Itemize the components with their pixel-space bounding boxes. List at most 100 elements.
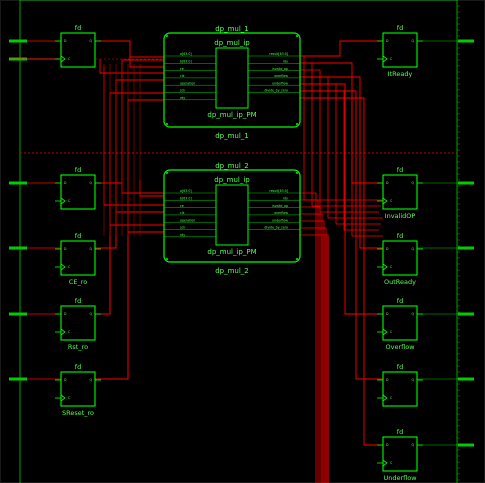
flop-instance-label: Rst_ro — [68, 343, 88, 351]
ip-pin-right-label: divide_by_zero — [264, 89, 288, 93]
ip-core-box[interactable] — [215, 184, 249, 246]
ip-pin-right-label: rdy — [283, 197, 288, 201]
flop-box[interactable] — [60, 174, 96, 210]
ip-pin-left-label: sclr — [180, 226, 186, 230]
flop-box[interactable] — [382, 436, 418, 472]
input-port-marker — [9, 181, 27, 185]
corner-dot — [166, 35, 168, 37]
flop-pin-q: Q — [89, 39, 92, 43]
flop-pin-q: Q — [411, 312, 414, 316]
output-port-marker — [458, 246, 474, 250]
flop-type-label: fd — [75, 166, 81, 174]
ip-pin-right-label: rdy — [283, 60, 288, 64]
output-port-marker — [458, 39, 474, 43]
ip-pin-left-label: ce — [180, 204, 184, 208]
hierarchy-bottom-label: dp_mul_1 — [215, 132, 249, 140]
ip-pin-left-label: a[63:0] — [180, 189, 192, 193]
flip-flop-fd4[interactable]: fdD Q C Rst_ro — [55, 297, 101, 351]
flop-type-label: fd — [397, 428, 403, 436]
hierarchy-block-h1[interactable]: dp_mul_1dp_mul_ipdp_mul_ip_PMdp_mul_1a[6… — [163, 25, 301, 140]
flop-pin-c: C — [390, 199, 393, 203]
ip-pin-left-label: a[63:0] — [180, 52, 192, 56]
input-port-marker — [9, 377, 27, 381]
ip-core-box[interactable] — [215, 47, 249, 109]
flop-pin-q: Q — [411, 378, 414, 382]
flop-box[interactable] — [60, 371, 96, 407]
flop-box[interactable] — [60, 240, 96, 276]
clock-triangle — [382, 459, 388, 467]
hierarchy-box[interactable] — [163, 32, 301, 128]
output-port-marker — [458, 181, 474, 185]
flop-pin-q: Q — [411, 39, 414, 43]
ip-pin-right-label: underflow — [272, 81, 288, 85]
flop-type-label: fd — [397, 232, 403, 240]
clock-triangle — [382, 328, 388, 336]
flop-pin-d: D — [386, 247, 389, 251]
ip-instance-label: dp_mul_ip_PM — [207, 248, 256, 256]
hierarchy-title: dp_mul_2 — [215, 162, 249, 170]
flop-pin-q: Q — [89, 312, 92, 316]
input-port-marker — [9, 312, 27, 316]
clock-triangle — [60, 263, 66, 271]
hierarchy-box[interactable] — [163, 169, 301, 263]
flop-pin-d: D — [386, 443, 389, 447]
ip-pin-right-label: underflow — [272, 218, 288, 222]
flop-pin-c: C — [390, 265, 393, 269]
flop-type-label: fd — [75, 232, 81, 240]
flop-pin-d: D — [64, 247, 67, 251]
flop-pin-c: C — [390, 461, 393, 465]
flop-box[interactable] — [382, 240, 418, 276]
corner-dot — [296, 172, 298, 174]
flop-box[interactable] — [382, 174, 418, 210]
flop-instance-label: SReset_ro — [62, 409, 94, 417]
ip-pin-left-label: operation — [180, 81, 195, 85]
flop-box[interactable] — [60, 305, 96, 341]
ip-pin-left-label: ce — [180, 67, 184, 71]
flop-type-label: fd — [75, 363, 81, 371]
ip-pin-left-label: clk — [180, 211, 185, 215]
flop-instance-label: Overflow — [385, 343, 415, 351]
flop-pin-q: Q — [411, 247, 414, 251]
flop-instance-label: ItReady — [388, 70, 413, 78]
flop-pin-q: Q — [89, 247, 92, 251]
ip-pin-left-label: b[63:0] — [180, 60, 192, 64]
flop-pin-q: Q — [89, 378, 92, 382]
flop-type-label: fd — [75, 297, 81, 305]
corner-dot — [296, 35, 298, 37]
hierarchy-block-h2[interactable]: dp_mul_2dp_mul_ipdp_mul_ip_PMdp_mul_2a[6… — [163, 162, 301, 275]
flop-pin-c: C — [68, 265, 71, 269]
flop-pin-d: D — [64, 312, 67, 316]
flop-pin-c: C — [68, 199, 71, 203]
flop-instance-label: CE_ro — [69, 278, 87, 286]
ip-title: dp_mul_ip — [214, 39, 250, 47]
flop-pin-q: Q — [89, 181, 92, 185]
flop-pin-d: D — [386, 39, 389, 43]
flop-box[interactable] — [382, 32, 418, 68]
clock-triangle — [382, 197, 388, 205]
output-port-marker — [458, 443, 474, 447]
flop-pin-c: C — [390, 57, 393, 61]
clock-triangle — [60, 55, 66, 63]
flop-box[interactable] — [60, 32, 96, 68]
flip-flop-fd3[interactable]: fdD Q C CE_ro — [55, 232, 101, 286]
net-wire — [300, 90, 383, 380]
ip-pin-left-label: b[63:0] — [180, 197, 192, 201]
flop-type-label: fd — [397, 297, 403, 305]
flop-box[interactable] — [382, 371, 418, 407]
flop-type-label: fd — [397, 166, 403, 174]
flop-pin-c: C — [68, 330, 71, 334]
flop-box[interactable] — [382, 305, 418, 341]
input-port-marker — [9, 39, 27, 43]
flop-pin-c: C — [68, 396, 71, 400]
hierarchy-title: dp_mul_1 — [215, 25, 249, 33]
